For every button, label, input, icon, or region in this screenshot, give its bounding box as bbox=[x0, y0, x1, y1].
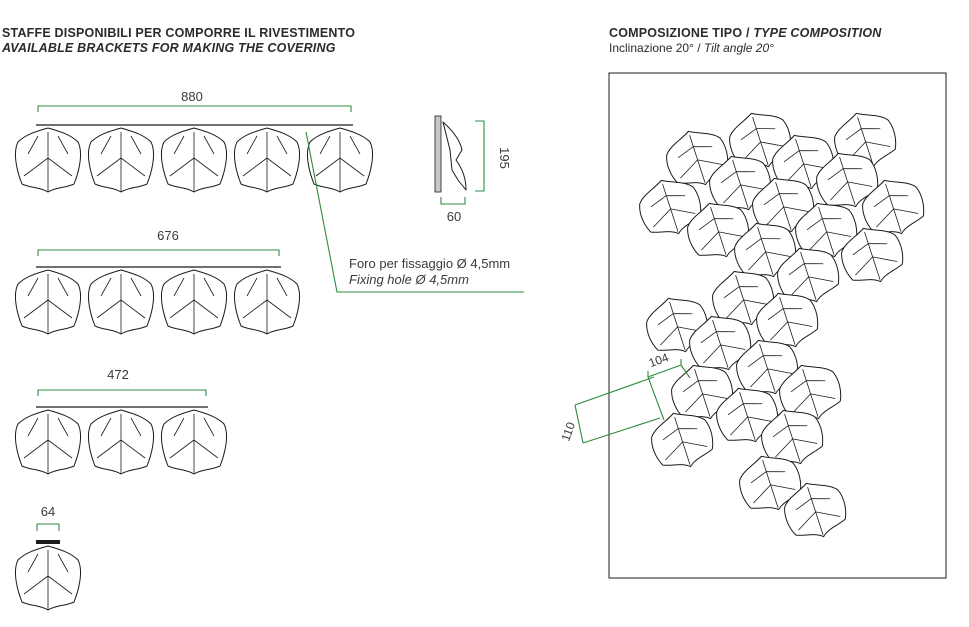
bracket-leaf bbox=[14, 127, 82, 193]
wall-outline bbox=[608, 72, 947, 579]
right-subheading: Inclinazione 20° / Tilt angle 20° bbox=[609, 41, 774, 55]
bracket-64: 64 bbox=[14, 504, 82, 611]
fixing-hole-label-en: Fixing hole Ø 4,5mm bbox=[349, 272, 469, 287]
side-view-depth-label: 60 bbox=[447, 209, 461, 224]
bracket-leaf bbox=[14, 269, 82, 335]
bracket-880-width-label: 880 bbox=[181, 89, 203, 104]
bracket-leaf bbox=[14, 545, 82, 611]
bracket-leaf bbox=[160, 269, 228, 335]
fixing-hole-callout: Foro per fissaggio Ø 4,5mm Fixing hole Ø… bbox=[305, 131, 524, 293]
fixing-hole-label-it: Foro per fissaggio Ø 4,5mm bbox=[349, 256, 510, 271]
bracket-leaf bbox=[233, 127, 301, 193]
side-view-height-label: 195 bbox=[497, 147, 512, 169]
bracket-leaf bbox=[233, 269, 301, 335]
row-offset-label: 110 bbox=[558, 420, 578, 443]
left-heading-it: STAFFE DISPONIBILI PER COMPORRE IL RIVES… bbox=[2, 26, 356, 40]
bracket-472: 472 bbox=[14, 367, 228, 475]
bracket-leaf bbox=[14, 409, 82, 475]
tilt-angle-en: Tilt angle 20° bbox=[703, 41, 774, 55]
bracket-leaf bbox=[87, 127, 155, 193]
side-view: 195 60 bbox=[434, 115, 512, 224]
bracket-676: 676 bbox=[14, 228, 301, 335]
bracket-leaf bbox=[160, 127, 228, 193]
left-heading-en: AVAILABLE BRACKETS FOR MAKING THE COVERI… bbox=[2, 41, 336, 55]
bracket-leaf bbox=[87, 409, 155, 475]
right-heading-it: COMPOSIZIONE TIPO / bbox=[609, 26, 750, 40]
bracket-leaf bbox=[160, 409, 228, 475]
bracket-leaf bbox=[306, 127, 374, 193]
right-heading-en: TYPE COMPOSITION bbox=[753, 26, 882, 40]
bracket-472-width-label: 472 bbox=[107, 367, 129, 382]
bracket-880: 880 bbox=[14, 89, 374, 193]
bracket-676-width-label: 676 bbox=[157, 228, 179, 243]
bracket-leaf bbox=[87, 269, 155, 335]
right-heading: COMPOSIZIONE TIPO / TYPE COMPOSITION bbox=[609, 26, 882, 40]
leaf-spacing-label: 104 bbox=[647, 350, 671, 370]
composition-panel: 104 110 bbox=[558, 72, 947, 579]
tilt-angle-it: Inclinazione 20° / bbox=[609, 41, 701, 55]
bracket-64-width-label: 64 bbox=[41, 504, 55, 519]
